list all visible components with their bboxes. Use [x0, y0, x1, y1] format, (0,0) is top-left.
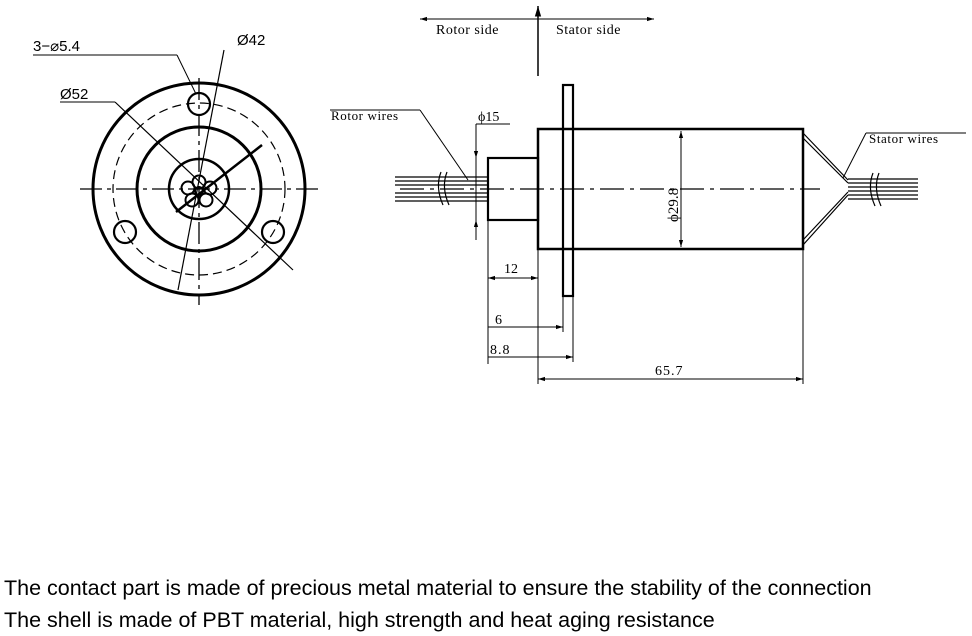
- stator-side-label: Stator side: [556, 23, 621, 38]
- rotor-wires-label: Rotor wires: [331, 108, 399, 123]
- rotor-wires-leader: [419, 109, 469, 181]
- caption-contact-material: The contact part is made of precious met…: [4, 576, 872, 600]
- outer-dia-label: Ø52: [60, 86, 88, 103]
- caption-shell-material: The shell is made of PBT material, high …: [4, 608, 715, 632]
- pcd-label: Ø42: [237, 32, 265, 49]
- body-dia-label: ϕ29.8: [666, 188, 682, 222]
- mounting-hole: [260, 219, 286, 245]
- dim-6-label: 6: [495, 313, 502, 328]
- slip-ring-technical-drawing: 3−⌀5.4 Ø42 Ø52: [33, 6, 966, 384]
- rotor-dia-label: ϕ15: [478, 110, 499, 125]
- phi42-leader: [177, 49, 225, 291]
- holes-label: 3−⌀5.4: [33, 38, 80, 55]
- stator-wire-taper: [802, 132, 849, 246]
- mounting-hole: [112, 219, 138, 245]
- dim-65-7-label: 65.7: [655, 364, 684, 379]
- phi52-leader: [114, 101, 294, 271]
- side-view: [330, 6, 966, 384]
- stator-wires: [848, 172, 918, 207]
- dim-8-8-label: 8.8: [490, 343, 511, 358]
- rotor-side-label: Rotor side: [436, 23, 499, 38]
- rotor-dia-line: [175, 144, 263, 213]
- front-view: [33, 49, 318, 305]
- stator-wires-leader: [842, 132, 867, 179]
- dim-12-label: 12: [504, 262, 518, 277]
- holes-leader-diag: [176, 54, 197, 95]
- rotor-wires: [395, 171, 488, 206]
- stator-wires-label: Stator wires: [869, 131, 939, 146]
- flange: [561, 83, 575, 298]
